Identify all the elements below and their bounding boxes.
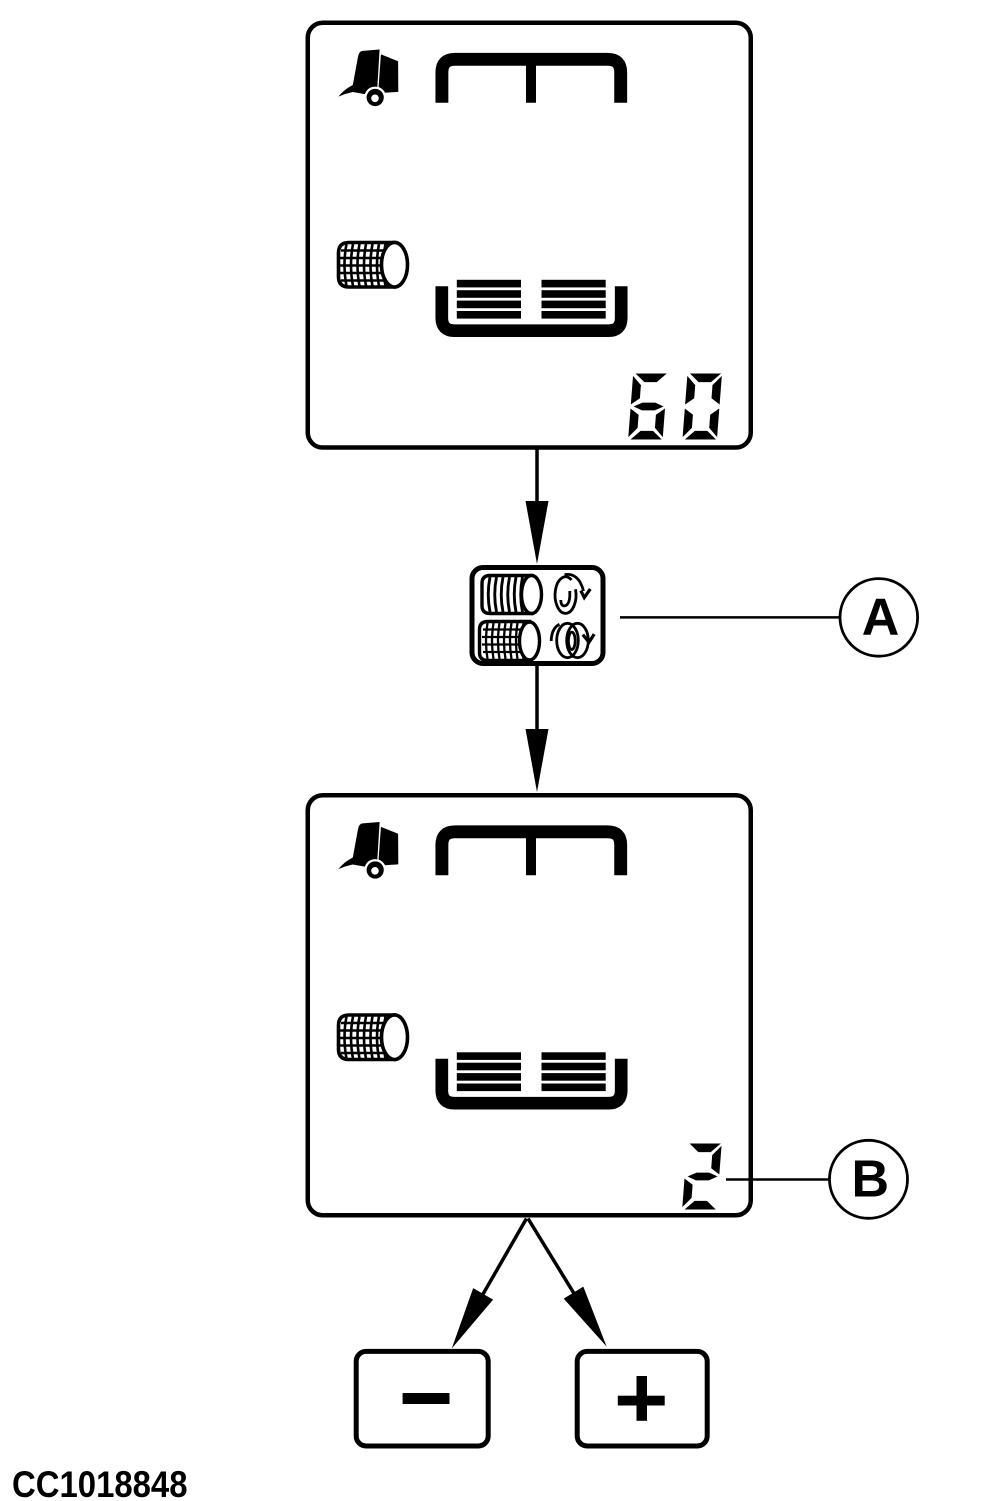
svg-text:A: A (862, 589, 900, 647)
svg-text:CC1018848: CC1018848 (12, 1464, 188, 1501)
svg-text:B: B (852, 1151, 890, 1209)
